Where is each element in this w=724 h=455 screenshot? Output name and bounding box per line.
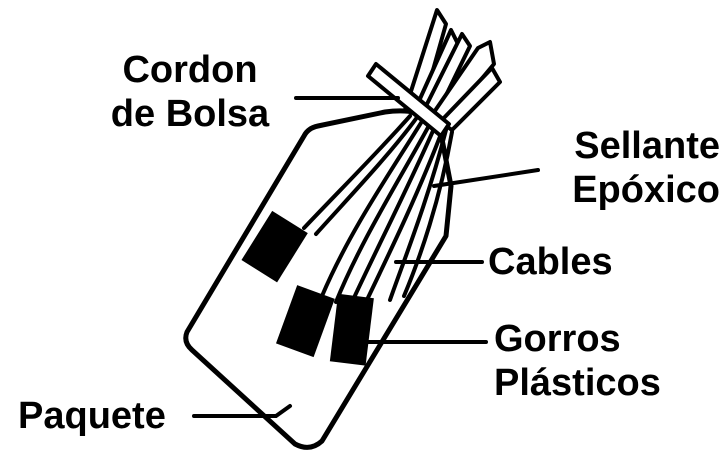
drawstring-band	[366, 62, 451, 138]
leader-epoxy-sealant	[432, 168, 540, 188]
package-label: Paquete	[18, 395, 166, 437]
plastic-caps-label: Gorros Plásticos	[494, 317, 661, 405]
cable-tops	[403, 8, 502, 132]
epoxy-sealant-label-line-1: Sellante	[574, 125, 720, 167]
drawstring-label-line-1: Cordon	[122, 49, 258, 91]
drawstring-label-line-2: de Bolsa	[110, 93, 270, 135]
cables-inside	[302, 114, 454, 308]
plastic-cap-1	[241, 210, 308, 283]
leader-package	[192, 404, 292, 418]
plastic-caps	[241, 210, 374, 366]
epoxy-sealant-label-line-2: Epóxico	[572, 169, 720, 211]
plastic-caps-label-line-1: Gorros	[494, 318, 621, 360]
plastic-cap-2	[276, 285, 335, 358]
leader-lines	[192, 96, 540, 418]
drawstring-label: Cordon de Bolsa	[107, 48, 273, 136]
cables-label: Cables	[488, 241, 613, 283]
epoxy-sealant-label: Sellante Epóxico	[542, 124, 720, 212]
plastic-cap-3	[329, 293, 374, 366]
plastic-caps-label-line-2: Plásticos	[494, 362, 661, 404]
